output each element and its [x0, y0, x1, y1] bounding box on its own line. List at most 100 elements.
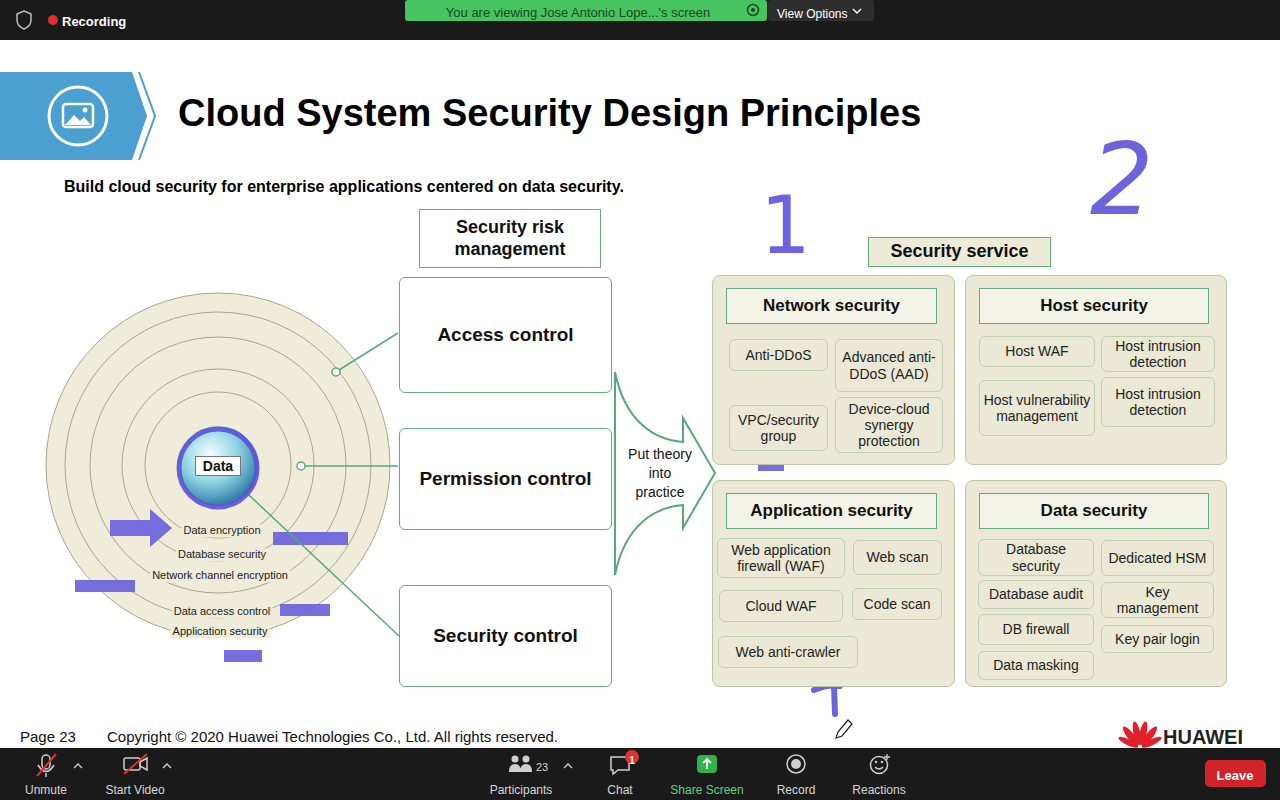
annotation-mark [224, 650, 262, 662]
annotation-mark [273, 532, 348, 545]
chevron [74, 764, 82, 768]
node-text: DB firewall [1003, 621, 1070, 637]
service-item: Host intrusion detection [1101, 377, 1215, 427]
pen-cursor [836, 720, 852, 738]
panel-heading: Data security [979, 493, 1209, 529]
toolbar-label: Record [777, 783, 816, 797]
node-text: VPC/security group [733, 412, 824, 444]
node-text: Access control [437, 324, 573, 347]
panel-heading: Application security [726, 493, 937, 529]
node-text: Host WAF [1005, 343, 1068, 359]
top-bar [0, 0, 1280, 40]
node-text: Web scan [867, 549, 929, 565]
panel-heading: Network security [726, 288, 937, 324]
node-text: Key management [1105, 584, 1210, 616]
annotation-circle [179, 429, 257, 507]
toolbar-label: Chat [607, 783, 632, 797]
node-text: Security control [433, 625, 578, 648]
title-banner [0, 72, 147, 160]
practice-arrow: Put theory into practice [615, 372, 715, 575]
logo-petal [1117, 735, 1139, 750]
ring-dot [297, 462, 305, 470]
brand-name: HUAWEI [1163, 725, 1243, 749]
leave-button [1205, 760, 1266, 787]
service-item: Database security [978, 539, 1094, 576]
annotation-mark [75, 580, 135, 592]
leave-button-text: Leave [1217, 768, 1254, 784]
ring-label: Application security [171, 625, 270, 638]
recording-status: Recording [62, 14, 126, 30]
ring-label: Network channel encryption [150, 569, 290, 582]
service-item: Data masking [978, 651, 1094, 680]
node-text: Data [195, 456, 241, 477]
service-item: Code scan [852, 588, 942, 620]
record-icon [787, 755, 805, 773]
header-box: Security service [868, 237, 1051, 267]
leader-line [305, 465, 398, 467]
service-item: DB firewall [978, 614, 1094, 645]
header-box: Security risk management [419, 209, 601, 268]
chevron [853, 9, 861, 13]
banner-icon [748, 5, 759, 16]
callout-number: 1 [760, 186, 811, 266]
picture-icon [49, 87, 107, 145]
slide-subtitle: Build cloud security for enterprise appl… [64, 177, 624, 196]
reactions-icon [875, 767, 883, 769]
slide-ground [0, 40, 1280, 748]
service-item: Anti-DDoS [729, 339, 828, 371]
picture-icon [83, 108, 88, 113]
participants-icon [523, 756, 530, 763]
chevron [163, 764, 171, 768]
toolbar-label: Share Screen [670, 783, 743, 797]
node-text: Anti-DDoS [745, 347, 811, 363]
mute-slash [37, 754, 56, 776]
callout-number: 2 [1090, 130, 1154, 230]
banner-icon [751, 8, 755, 12]
node-text: Put theory into practice [623, 445, 697, 502]
service-item: Database audit [978, 580, 1094, 609]
service-item: Key management [1101, 582, 1214, 618]
node-text: Data masking [993, 657, 1079, 673]
page-number: Page 23 [20, 728, 76, 746]
node-text: Web anti-crawler [736, 644, 841, 660]
service-item: Key pair login [1101, 625, 1214, 653]
participants-icon [509, 764, 532, 772]
participants-icon [512, 756, 519, 763]
viewing-banner-text: You are viewing Jose Antonio Lope...'s s… [446, 5, 710, 21]
data-sphere [178, 426, 258, 506]
node-text: Key pair login [1115, 631, 1200, 647]
service-item: Host vulnerability management [979, 380, 1095, 436]
reactions-icon [881, 761, 883, 763]
service-panel: Host securityHost WAF Host intrusion dete… [965, 275, 1227, 465]
node-text: Host intrusion detection [1105, 386, 1211, 418]
reactions-icon [875, 761, 877, 763]
shield-icon [17, 11, 31, 29]
service-item: Cloud WAF [719, 590, 843, 622]
service-panel: Application securityWeb application fire… [712, 480, 955, 687]
toolbar-label: Start Video [105, 783, 164, 797]
service-item: Dedicated HSM [1101, 540, 1214, 576]
control-box: Permission control [399, 428, 612, 530]
huawei-logo [1117, 721, 1163, 750]
annotation-arrow [110, 509, 172, 547]
node-text: Database security [982, 541, 1090, 573]
ring-dot [332, 368, 340, 376]
security-ring [145, 392, 291, 538]
annotation-mark [280, 604, 330, 616]
panel-heading: Host security [979, 288, 1209, 324]
ring-label: Database security [176, 548, 268, 561]
participant-count: 23 [536, 761, 548, 774]
share-screen-icon [703, 759, 711, 769]
title-banner [139, 72, 155, 160]
node-text: Advanced anti-DDoS (AAD) [839, 349, 939, 381]
share-screen-icon [697, 755, 717, 773]
service-item: Host intrusion detection [1101, 336, 1215, 372]
node-text: Permission control [419, 468, 591, 491]
picture-icon [65, 115, 91, 125]
menu-button-text: View Options [777, 7, 847, 21]
service-item: Device-cloud synergy protection [835, 397, 943, 453]
service-item: Advanced anti-DDoS (AAD) [835, 339, 943, 392]
service-panel: Data securityDatabase security Dedicated … [965, 480, 1227, 687]
node-text: Code scan [864, 596, 931, 612]
chevron [564, 764, 572, 768]
